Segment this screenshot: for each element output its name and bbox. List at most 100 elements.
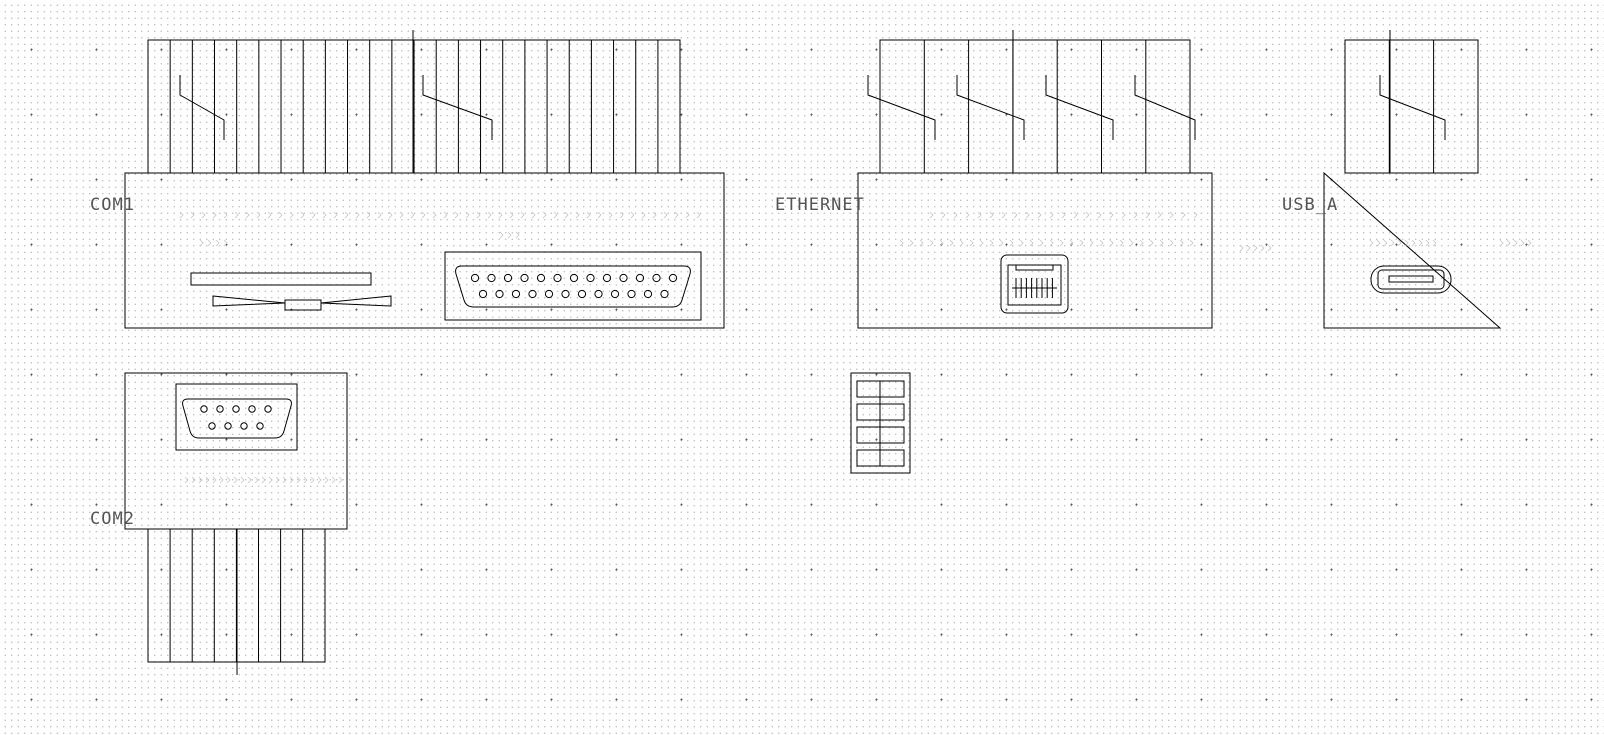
faint-mark <box>278 211 283 219</box>
faint-mark <box>520 211 525 219</box>
db25-pin <box>536 273 546 283</box>
faint-mark <box>1189 239 1194 247</box>
faint-mark <box>509 211 514 219</box>
faint-mark <box>499 231 504 239</box>
db25-pin <box>520 273 529 283</box>
db9-pin <box>256 422 264 430</box>
db25-pin <box>561 289 570 299</box>
rj45-jack-icon <box>1000 254 1069 314</box>
faint-mark <box>324 476 329 484</box>
com2-pin-lines <box>169 529 304 662</box>
db25-pin <box>635 273 645 283</box>
faint-mark <box>1239 244 1244 252</box>
faint-mark <box>1520 239 1525 247</box>
faint-mark <box>212 211 217 219</box>
ethernet-switch-4 <box>1134 75 1196 140</box>
faint-mark <box>1513 239 1518 247</box>
db25-pin <box>668 273 678 283</box>
faint-mark <box>432 211 437 219</box>
ethernet-component[interactable]: ETHERNET <box>775 30 1213 329</box>
faint-mark <box>989 211 994 219</box>
faint-mark <box>191 476 196 484</box>
db25-pin <box>610 289 620 299</box>
terminal-block-icon[interactable] <box>850 372 911 474</box>
faint-mark <box>1037 211 1042 219</box>
db9-pin <box>240 422 248 430</box>
faint-mark <box>333 211 338 219</box>
faint-mark <box>542 211 547 219</box>
ethernet-label: ETHERNET <box>775 195 865 215</box>
db25-pin <box>478 289 488 299</box>
faint-mark <box>1099 239 1104 247</box>
faint-mark <box>268 476 273 484</box>
faint-mark <box>1169 211 1174 219</box>
db25-pin <box>652 273 661 283</box>
faint-mark <box>207 239 212 247</box>
db25-pin <box>627 289 636 299</box>
db9-pin <box>208 422 216 430</box>
faint-mark <box>300 211 305 219</box>
faint-mark <box>1049 239 1054 247</box>
faint-mark <box>1179 239 1184 247</box>
usb-a-port-icon <box>1370 265 1452 294</box>
faint-mark <box>1001 211 1006 219</box>
faint-mark <box>531 211 536 219</box>
faint-mark <box>674 211 679 219</box>
faint-mark <box>507 231 512 239</box>
db25-pin <box>487 273 496 283</box>
faint-mark <box>597 211 602 219</box>
faint-mark <box>1133 211 1138 219</box>
faint-mark <box>421 211 426 219</box>
faint-mark <box>1013 211 1018 219</box>
faint-mark <box>331 476 336 484</box>
com1-component[interactable]: COM1 <box>90 30 725 329</box>
faint-mark <box>929 239 934 247</box>
faint-mark <box>388 211 393 219</box>
faint-mark <box>201 211 206 219</box>
faint-mark <box>575 211 580 219</box>
usb-a-component[interactable]: USB_A <box>1282 30 1502 329</box>
faint-mark <box>454 211 459 219</box>
faint-mark <box>1499 239 1504 247</box>
db25-pin <box>553 273 562 283</box>
faint-mark <box>1432 239 1437 247</box>
faint-mark <box>696 211 701 219</box>
com2-component[interactable]: COM2 <box>90 372 348 675</box>
db25-pin <box>528 289 537 299</box>
faint-mark <box>1267 244 1272 252</box>
faint-mark <box>899 239 904 247</box>
faint-mark <box>1149 239 1154 247</box>
db25-pin <box>511 289 521 299</box>
com1-switch-right <box>422 75 493 140</box>
db25-pin <box>577 289 587 299</box>
ethernet-switch-3 <box>1045 75 1114 140</box>
faint-mark <box>1129 239 1134 247</box>
faint-mark <box>1073 211 1078 219</box>
usb-a-label: USB_A <box>1282 195 1338 215</box>
faint-mark <box>977 211 982 219</box>
edge-slot-connector-icon <box>190 272 392 311</box>
faint-mark <box>245 211 250 219</box>
faint-mark <box>247 476 252 484</box>
faint-mark <box>1253 244 1258 252</box>
faint-mark <box>205 476 210 484</box>
db25-pin <box>470 273 480 283</box>
faint-mark <box>275 476 280 484</box>
db25-pin <box>544 289 554 299</box>
com2-body <box>124 372 348 530</box>
faint-mark <box>226 476 231 484</box>
faint-mark <box>1029 239 1034 247</box>
faint-mark <box>663 211 668 219</box>
ethernet-switch-1 <box>867 75 936 140</box>
faint-mark <box>1061 211 1066 219</box>
faint-mark <box>212 476 217 484</box>
faint-mark <box>289 476 294 484</box>
faint-mark <box>1085 211 1090 219</box>
com1-switch-left <box>179 75 225 140</box>
faint-mark <box>366 211 371 219</box>
faint-mark <box>443 211 448 219</box>
faint-mark <box>184 476 189 484</box>
faint-mark <box>1397 239 1402 247</box>
faint-mark <box>476 211 481 219</box>
